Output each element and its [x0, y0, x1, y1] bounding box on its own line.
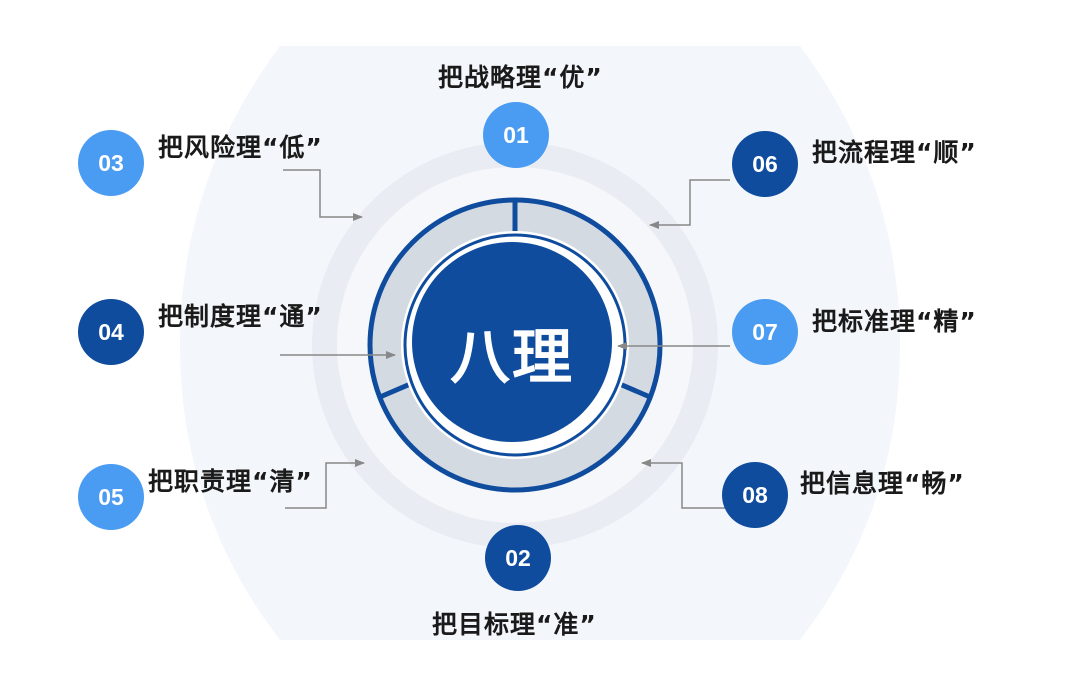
center-disk [412, 242, 612, 442]
item-08-label: 把信息理“畅” [800, 469, 965, 498]
item-04-label: 把制度理“通” [158, 302, 323, 331]
item-04-badge: 04 [78, 299, 144, 365]
connector-03 [283, 169, 363, 221]
connector-08 [641, 459, 725, 509]
item-05-badge: 05 [78, 464, 144, 530]
center-title: 八理 [450, 322, 574, 393]
item-02-label: 把目标理“准” [432, 610, 597, 639]
connector-06 [649, 179, 730, 229]
item-06-badge: 06 [732, 131, 798, 197]
item-01-badge: 01 [483, 102, 549, 168]
item-03-badge: 03 [78, 130, 144, 196]
item-01-label: 把战略理“优” [438, 63, 603, 92]
item-07-badge: 07 [732, 299, 798, 365]
item-08-badge: 08 [722, 462, 788, 528]
item-06-label: 把流程理“顺” [812, 138, 977, 167]
item-05-label: 把职责理“清” [148, 467, 313, 496]
connector-05 [285, 459, 365, 509]
item-07-label: 把标准理“精” [812, 307, 977, 336]
item-02-badge: 02 [485, 525, 551, 591]
item-03-label: 把风险理“低” [158, 133, 323, 162]
